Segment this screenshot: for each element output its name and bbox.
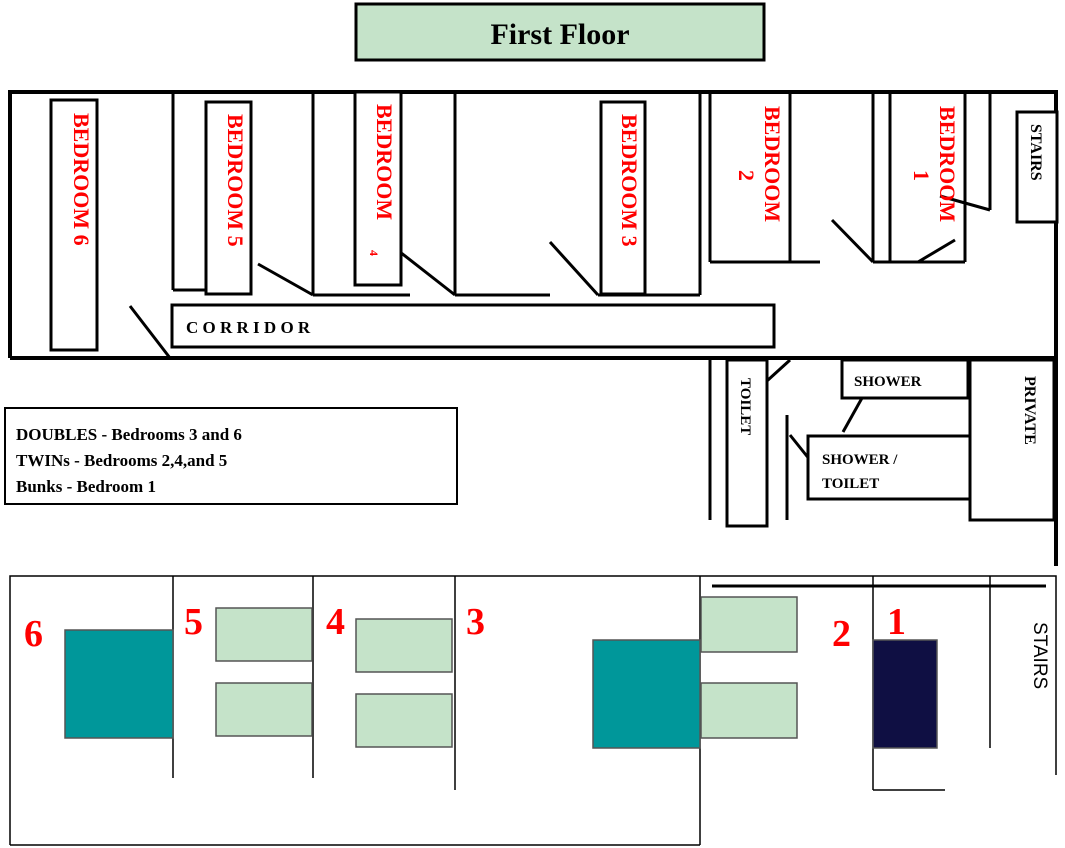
toilet-box xyxy=(725,358,769,528)
bed-room2-single-a xyxy=(700,596,798,653)
bedroom5-label: BEDROOM 5 xyxy=(223,114,248,247)
bed-room5-single-a xyxy=(215,607,313,662)
room-walls xyxy=(171,92,992,297)
toilet-label: TOILET xyxy=(737,378,753,435)
bedroom6-label: BEDROOM 6 xyxy=(69,113,94,246)
private-label: PRIVATE xyxy=(1021,376,1038,445)
legend-twins: TWINs - Bedrooms 2,4,and 5 xyxy=(16,451,227,470)
bedroom1-number: 1 xyxy=(909,170,934,181)
room-boxes xyxy=(49,90,1059,528)
lower-stairs-label: STAIRS xyxy=(1029,622,1050,689)
room-number-6: 6 xyxy=(24,613,43,655)
legend-doubles: DOUBLES - Bedrooms 3 and 6 xyxy=(16,425,242,444)
room-number-4: 4 xyxy=(326,601,345,643)
bedroom1-label: BEDROOM xyxy=(935,106,960,222)
lower-plan-walls xyxy=(9,575,1057,846)
room-number-1: 1 xyxy=(887,601,906,643)
stairs-box xyxy=(1015,110,1059,224)
bed-room3-double xyxy=(592,639,701,749)
bedroom5-box xyxy=(204,100,253,296)
shower-box xyxy=(840,358,970,400)
shower-label: SHOWER xyxy=(854,374,922,390)
room-number-2: 2 xyxy=(832,613,851,655)
shower-toilet-box xyxy=(806,434,972,501)
shower-toilet-label-1: SHOWER / xyxy=(822,452,898,468)
outer-walls xyxy=(8,90,1058,566)
room-number-5: 5 xyxy=(184,601,203,643)
bedroom4-number: 4 xyxy=(367,250,381,256)
corridor-box xyxy=(170,303,776,349)
beds xyxy=(64,596,938,749)
corridor-label: C O R R I D O R xyxy=(186,318,311,337)
bedroom4-box xyxy=(353,90,403,287)
bed-room4-single-b xyxy=(355,693,453,748)
legend-box xyxy=(4,407,458,505)
bed-room1-bunk xyxy=(872,639,938,749)
page-title: First Floor xyxy=(490,18,629,51)
bed-room6-double xyxy=(64,629,174,739)
room-number-3: 3 xyxy=(466,601,485,643)
bed-room5-single-b xyxy=(215,682,313,737)
private-box xyxy=(968,358,1056,522)
shower-toilet-label-2: TOILET xyxy=(822,476,879,492)
bedroom2-number: 2 xyxy=(734,170,759,181)
bedroom6-box xyxy=(49,98,99,352)
stairs-label: STAIRS xyxy=(1027,124,1044,181)
bedroom4-label: BEDROOM xyxy=(372,104,397,220)
legend-bunks: Bunks - Bedroom 1 xyxy=(16,477,156,496)
bed-room4-single-a xyxy=(355,618,453,673)
bedroom3-box xyxy=(599,100,647,296)
bedroom3-label: BEDROOM 3 xyxy=(617,114,642,247)
toilet-walls xyxy=(708,360,789,520)
bed-room2-single-b xyxy=(700,682,798,739)
room-numbers: 6 5 4 3 2 1 xyxy=(24,601,906,655)
title-box xyxy=(354,2,766,62)
bedroom2-label: BEDROOM xyxy=(760,106,785,222)
